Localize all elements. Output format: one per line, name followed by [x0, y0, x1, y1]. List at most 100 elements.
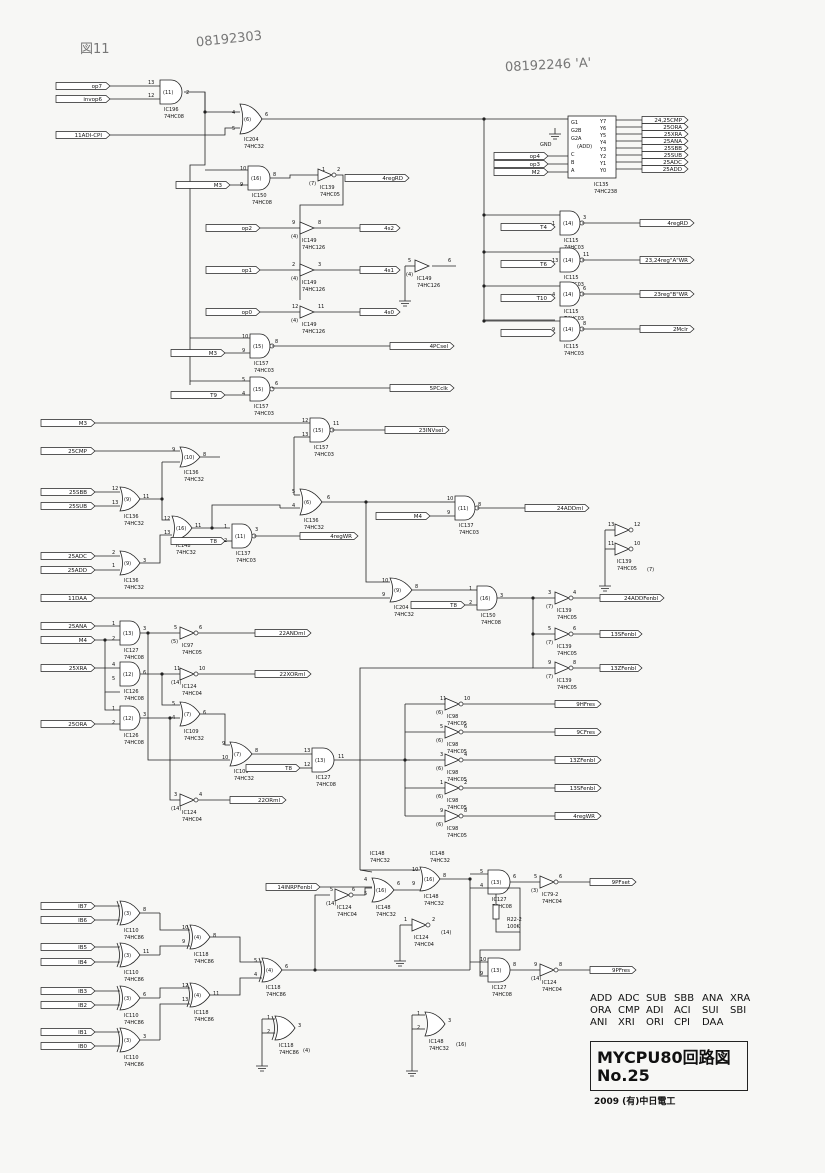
pin-label: 4 — [242, 391, 245, 397]
output-signal-text: 25SUB — [664, 153, 683, 159]
ic-label: IC157 — [254, 404, 269, 410]
pin-label: 13 — [148, 80, 154, 86]
pin-label: 9 — [480, 971, 483, 977]
input-signal-text: 25CMP — [68, 449, 88, 455]
decoder-pin: A — [571, 168, 575, 174]
ic-type-label: 74HC04 — [542, 899, 562, 905]
inverter-gate — [411, 918, 428, 932]
ic-type-label: 74HC03 — [459, 530, 479, 536]
opcode-cmp: CMP — [618, 1005, 640, 1016]
ic-label: IC118 — [266, 985, 281, 991]
xor-arc — [186, 924, 190, 950]
pin-label: 3 — [298, 1023, 301, 1029]
ic-type-label: 74HC86 — [124, 977, 144, 983]
buffer-gate — [299, 263, 316, 277]
pin-label: 4 — [364, 877, 367, 883]
pin-label: 11 — [338, 754, 344, 760]
pin-label: 4 — [464, 752, 467, 758]
gate-number: (6) — [436, 822, 443, 828]
xor-gate — [189, 924, 211, 950]
wire — [365, 502, 390, 583]
pin-label: 4 — [292, 503, 295, 509]
input-signal-text: M3 — [209, 351, 218, 357]
opcode-adi: ADI — [646, 1005, 664, 1016]
pin-label: 8 — [273, 172, 276, 178]
pin-label: 6 — [352, 887, 355, 893]
opcode-sub: SUB — [646, 993, 667, 1004]
output-signal-label — [639, 325, 695, 333]
ic-type-label: 74HC03 — [254, 368, 274, 374]
pin-label: 9 — [172, 447, 175, 453]
output-signal-text: 5PCclk — [430, 386, 449, 392]
input-signal-text: 25ADC — [68, 554, 87, 560]
gate-number: (3) — [124, 996, 131, 1002]
input-signal-text: IB5 — [78, 945, 87, 951]
xor-gate — [119, 900, 141, 926]
gate-number: (16) — [424, 877, 434, 883]
output-signal-label — [641, 137, 689, 145]
input-signal-text: 25XRA — [69, 666, 87, 672]
pin-label: 12 — [302, 418, 308, 424]
pin-label: 5 — [112, 676, 115, 682]
ic-type-label: 74HC05 — [447, 833, 467, 839]
gnd-label: GND — [540, 142, 552, 148]
input-signal-text: M3 — [214, 183, 223, 189]
pin-label: 2 — [112, 550, 115, 556]
pin-label: 13 — [112, 500, 118, 506]
input-signal-text: op4 — [530, 154, 541, 160]
pin-label: 9 — [440, 808, 443, 814]
output-signal-text: 4regWR — [330, 534, 352, 540]
pin-label: 10 — [222, 755, 228, 761]
or-gate — [299, 488, 323, 516]
and-gate — [119, 705, 141, 731]
pin-label: 3 — [318, 262, 321, 268]
ic-type-label: 74HC32 — [424, 901, 444, 907]
drawing-title: MYCPU80回路図 — [597, 1048, 731, 1067]
and-gate — [454, 495, 476, 521]
pin-label: 11 — [174, 666, 180, 672]
ic-type-label: 74HC32 — [430, 858, 450, 864]
inverter-gate — [554, 661, 571, 675]
output-signal-label — [554, 756, 602, 764]
output-signal-text: 13ZFenbl — [610, 666, 636, 672]
pin-label: 8 — [443, 873, 446, 879]
input-signal-text: 25ORA — [68, 722, 87, 728]
pin-label: 13 — [302, 432, 308, 438]
output-signal-text: 22XORml — [280, 672, 306, 678]
inverter-gate — [444, 809, 461, 823]
pin-label: 3 — [448, 1018, 451, 1024]
gate-number: (11) — [163, 90, 173, 96]
ic-type-label: 74HC05 — [447, 749, 467, 755]
resistor-value: 100K — [507, 924, 521, 930]
resistor — [492, 904, 500, 920]
pin-label: 10 — [182, 925, 188, 931]
input-signal-label — [40, 622, 96, 630]
gate-number: (6) — [436, 738, 443, 744]
gate-number: (15) — [313, 428, 323, 434]
pin-label: 3 — [143, 1034, 146, 1040]
input-signal-text: M4 — [79, 638, 88, 644]
ic-label: IC139 — [557, 608, 572, 614]
pin-label: 8 — [513, 962, 516, 968]
decoder-pin: G2B — [571, 128, 582, 134]
pin-label: 8 — [415, 584, 418, 590]
input-signal-text: T9 — [209, 393, 217, 399]
wire — [159, 987, 190, 998]
pin-label: 9 — [447, 510, 450, 516]
ic-label: IC150 — [481, 613, 496, 619]
output-signal-label — [359, 224, 401, 232]
gate-number: (6) — [304, 500, 311, 506]
opcode-adc: ADC — [618, 993, 640, 1004]
xor-arc — [186, 982, 190, 1008]
input-signal-label — [493, 160, 549, 168]
ic-label: IC148 — [424, 894, 439, 900]
inversion-bubble — [425, 922, 431, 928]
pin-label: 11 — [143, 494, 149, 500]
or-gate — [119, 550, 141, 576]
inversion-bubble — [628, 527, 634, 533]
ic-label: IC110 — [124, 1013, 139, 1019]
input-signal-label — [205, 224, 261, 232]
ic-label: IC149 — [302, 322, 317, 328]
ic-label: IC157 — [314, 445, 329, 451]
